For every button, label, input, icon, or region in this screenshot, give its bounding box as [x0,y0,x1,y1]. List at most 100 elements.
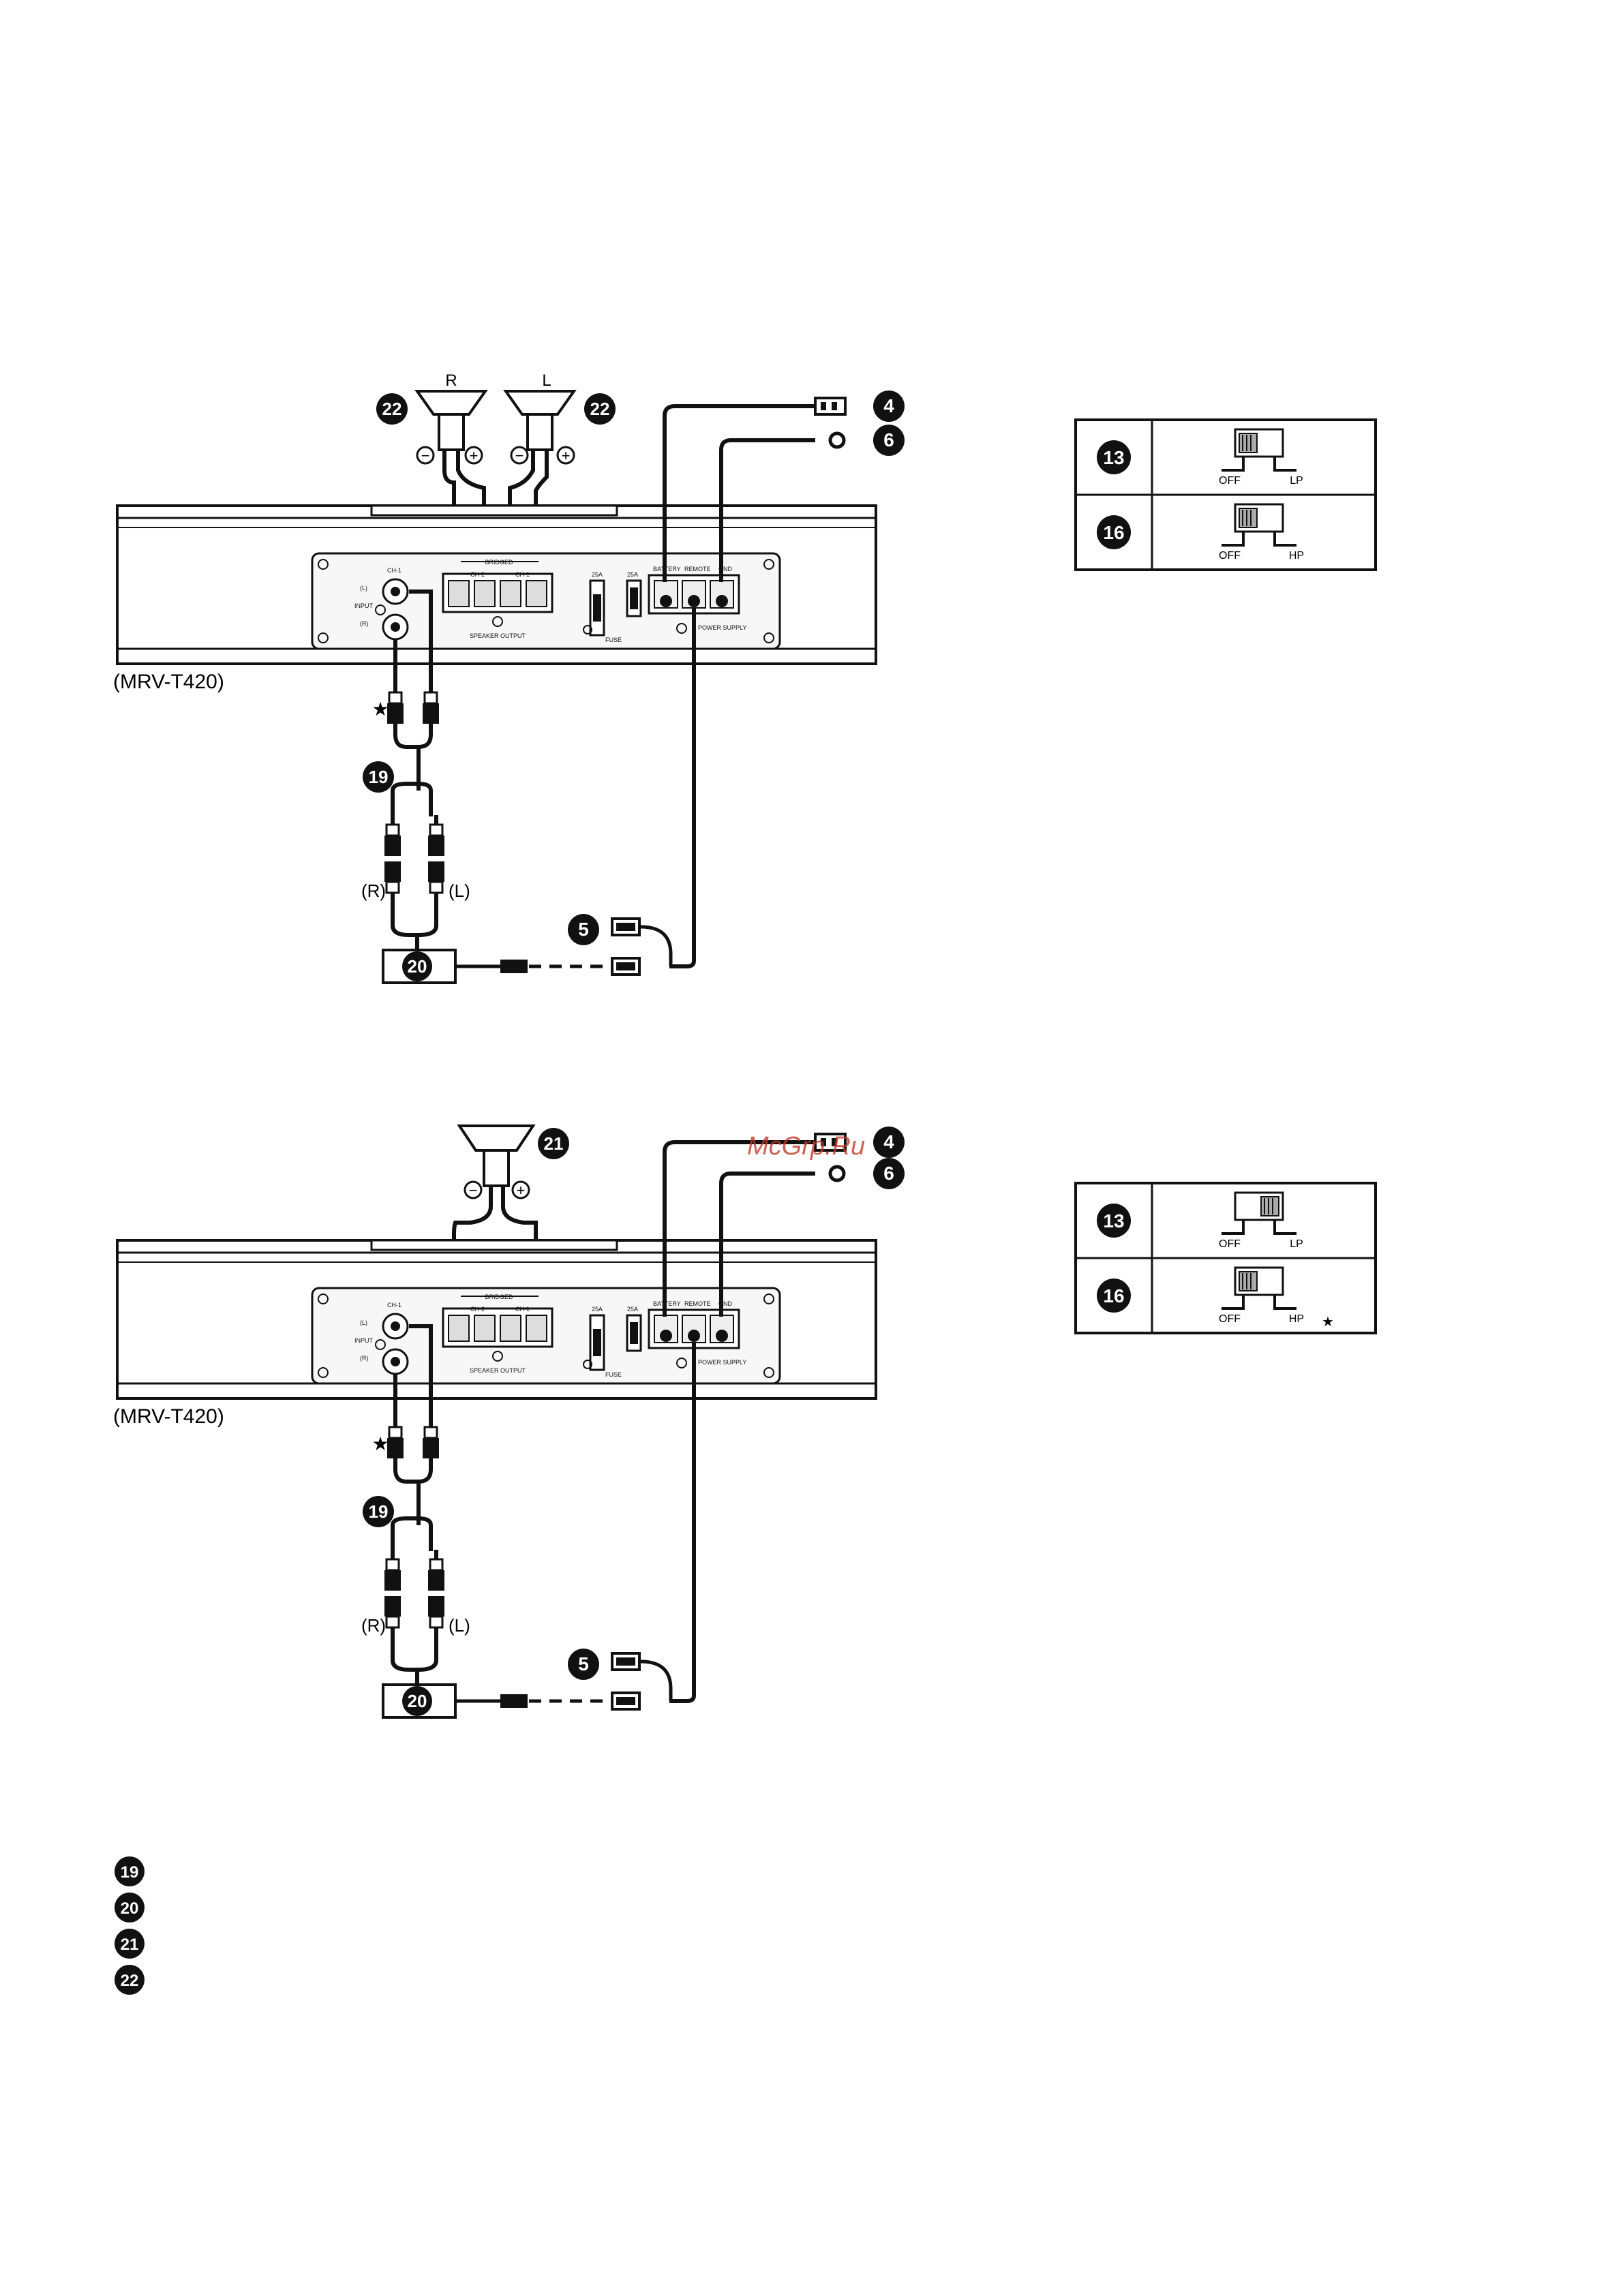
svg-text:6: 6 [883,1163,894,1184]
callout-6-d1: 6 [873,425,905,456]
rca-plug [386,1416,405,1460]
rca-plug [383,1595,402,1638]
svg-text:(R): (R) [360,620,369,627]
svg-text:19: 19 [369,767,389,787]
svg-text:5: 5 [578,919,589,940]
speaker-wires-2 [452,1186,538,1317]
svg-text:25A: 25A [627,571,638,578]
svg-text:BRIDGED: BRIDGED [485,559,513,566]
legend-item: 19 [115,1856,145,1886]
svg-text:INPUT: INPUT [354,602,374,609]
input-r-label-2: (R) [361,1615,386,1636]
svg-text:OFF: OFF [1219,1238,1241,1250]
svg-text:POWER SUPPLY: POWER SUPPLY [698,1359,746,1366]
svg-text:21: 21 [121,1935,139,1954]
svg-text:GND: GND [718,566,733,572]
star-mark-2: ★ [371,1433,389,1454]
svg-text:21: 21 [544,1133,564,1154]
rca-plug [421,682,440,725]
connectors-d2 [500,1652,641,1711]
svg-text:BATTERY: BATTERY [653,1300,681,1307]
svg-text:25A: 25A [627,1306,638,1313]
legend-item: 20 [115,1893,145,1923]
callout-19-d1: 19 [363,761,394,793]
svg-text:(L): (L) [360,585,367,592]
svg-text:16: 16 [1103,1285,1124,1306]
speaker-wires [442,450,549,582]
svg-text:HP: HP [1289,550,1304,562]
battery-connector-2 [814,1133,847,1152]
svg-text:LP: LP [1290,475,1303,487]
ground-terminal-2 [828,1165,846,1182]
svg-text:19: 19 [121,1863,139,1882]
rca-plug [427,1548,446,1592]
rca-plug [386,682,405,725]
speaker-left: L [503,371,577,451]
rca-plug [383,1548,402,1592]
legend-item: 22 [115,1965,145,1995]
svg-text:4: 4 [883,1131,894,1152]
svg-text:−: − [515,447,524,464]
diagram-2: 21 − + CH-1 INPUT (L) (R) BRIDGED CH-2 C… [113,1124,905,1719]
svg-text:22: 22 [590,399,610,419]
callout-4-d2: 4 [873,1127,905,1158]
callout-22-right: 22 [376,393,408,425]
callout-21-d2: 21 [538,1128,569,1159]
svg-text:−: − [469,1182,478,1199]
svg-text:−: − [421,447,430,464]
svg-text:+: + [470,447,479,464]
input-cables-2 [391,1324,438,1692]
switch-row-16: 16 OFF HP ★ [1097,1266,1334,1330]
model-label-2: (MRV-T420) [113,1405,224,1428]
speaker-bridged [457,1124,536,1187]
switch-table-2: 13 OFF LP 16 OFF HP ★ [1074,1182,1377,1334]
callout-19-d2: 19 [363,1496,394,1527]
amplifier-2 [116,1239,877,1400]
svg-text:CH-1: CH-1 [387,567,401,574]
svg-text:4: 4 [883,395,894,416]
input-l-label-1: (L) [449,881,470,901]
svg-text:16: 16 [1103,522,1124,543]
switch-row-13: 13 OFF LP [1097,428,1303,487]
svg-text:+: + [517,1182,526,1199]
polarity-marks: − + − + [416,446,575,465]
switch-row-16: 16 OFF HP [1097,503,1304,562]
callout-22-left: 22 [584,393,616,425]
svg-text:HP: HP [1289,1313,1304,1325]
converter-box-1: 20 [382,949,457,984]
svg-text:GND: GND [718,1300,733,1307]
legend-item: 21 [115,1929,145,1959]
svg-text:SPEAKER OUTPUT: SPEAKER OUTPUT [470,632,526,639]
power-leads-1 [663,404,815,968]
svg-text:20: 20 [408,956,427,977]
svg-text:FUSE: FUSE [605,1371,622,1378]
rca-plug [427,1595,446,1638]
svg-text:6: 6 [883,429,894,450]
svg-text:13: 13 [1103,447,1124,468]
svg-text:(R): (R) [360,1355,369,1362]
battery-connector-1 [814,397,847,416]
svg-text:POWER SUPPLY: POWER SUPPLY [698,624,746,631]
svg-text:FUSE: FUSE [605,637,622,643]
polarity-marks-2: − + [464,1180,530,1199]
panel-labels-2: CH-1 INPUT (L) (R) BRIDGED CH-2 CH-1 SPE… [354,1294,746,1378]
svg-text:22: 22 [121,1972,139,1990]
amplifier-1 [116,504,877,665]
svg-text:BATTERY: BATTERY [653,566,681,572]
callout-4-d1: 4 [873,391,905,422]
rca-plug [427,860,446,904]
rca-plug [421,1416,440,1460]
svg-text:25A: 25A [592,571,603,578]
svg-text:22: 22 [382,399,402,419]
watermark: McGrp.Ru [747,1132,865,1161]
rca-plug [383,860,402,904]
panel-labels-1: CH-1 INPUT (L) (R) BRIDGED CH-2 CH-1 SPE… [354,559,746,643]
ground-terminal-1 [828,431,846,449]
input-r-label-1: (R) [361,881,386,901]
svg-text:+: + [562,447,571,464]
svg-text:CH-2: CH-2 [470,1306,485,1313]
svg-text:(L): (L) [360,1319,367,1326]
svg-text:CH-2: CH-2 [470,571,485,578]
callout-5-d2: 5 [568,1649,599,1680]
